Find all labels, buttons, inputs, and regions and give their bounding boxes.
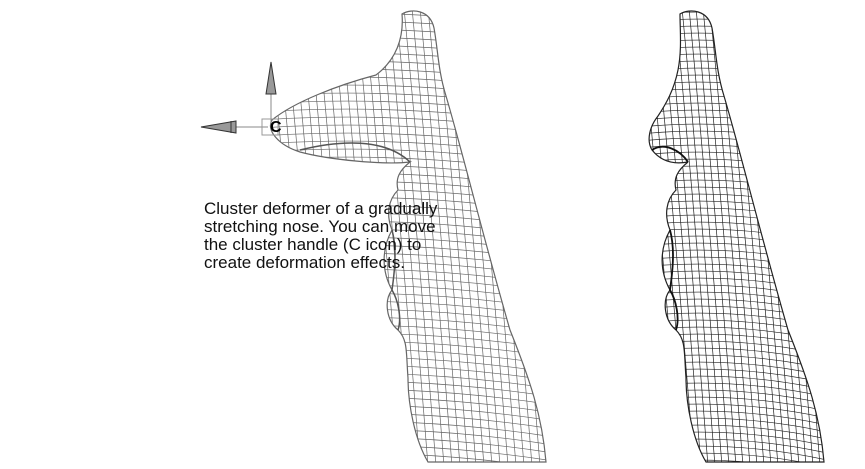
caption-line: create deformation effects. xyxy=(204,254,356,272)
original-head-wireframe xyxy=(640,5,865,469)
caption-line: stretching nose. You can move xyxy=(204,218,356,236)
caption-line: Cluster deformer of a gradually xyxy=(204,200,356,218)
caption-line: the cluster handle (C icon) to xyxy=(204,236,356,254)
y-axis-arrow-icon[interactable] xyxy=(266,62,276,94)
cluster-handle-manipulator[interactable]: C xyxy=(201,62,282,136)
caption: Cluster deformer of a gradually stretchi… xyxy=(204,200,356,272)
cluster-handle-c-icon[interactable]: C xyxy=(270,119,282,136)
